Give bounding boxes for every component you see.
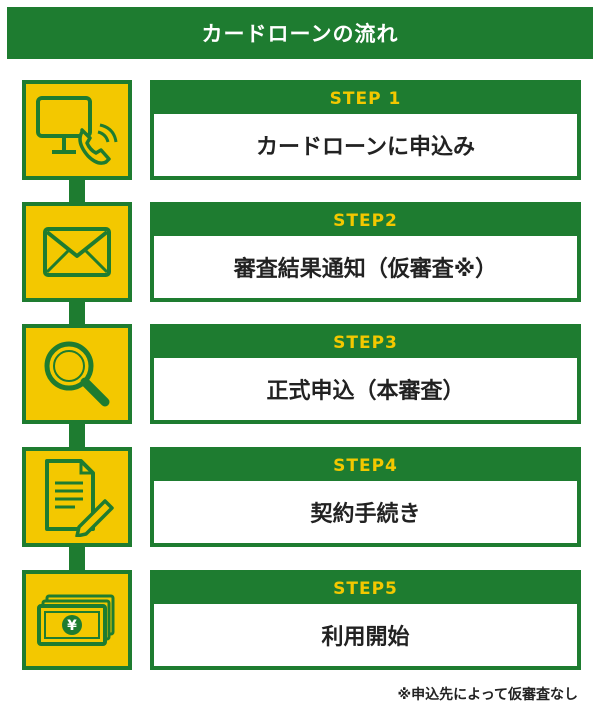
- step-4-card: STEP4 契約手続き: [150, 447, 581, 547]
- step-label: STEP3: [154, 328, 577, 358]
- step-3: STEP3 正式申込（本審査）: [0, 324, 600, 424]
- step-1-icon-box: [22, 80, 132, 180]
- step-title: カードローンに申込み: [256, 135, 475, 160]
- step-2-icon-box: [22, 202, 132, 302]
- step-1-card: STEP 1 カードローンに申込み: [150, 80, 581, 180]
- magnifier-icon: [44, 341, 110, 407]
- step-label: STEP5: [154, 574, 577, 604]
- step-2-card: STEP2 審査結果通知（仮審査※）: [150, 202, 581, 302]
- step-title: 利用開始: [321, 625, 410, 650]
- step-4: STEP4 契約手続き: [0, 447, 600, 547]
- svg-text:¥: ¥: [67, 618, 77, 634]
- step-5: ¥ STEP5 利用開始: [0, 570, 600, 670]
- step-4-icon-box: [22, 447, 132, 547]
- step-5-card: STEP5 利用開始: [150, 570, 581, 670]
- footnote: ※申込先によって仮審査なし: [397, 687, 579, 703]
- step-3-card: STEP3 正式申込（本審査）: [150, 324, 581, 424]
- step-title: 契約手続き: [310, 502, 421, 527]
- step-title: 審査結果通知（仮審査※）: [233, 257, 498, 282]
- step-1: STEP 1 カードローンに申込み: [0, 80, 600, 180]
- step-label: STEP2: [154, 206, 577, 236]
- step-3-icon-box: [22, 324, 132, 424]
- diagram-title: カードローンの流れ: [7, 7, 593, 59]
- step-5-icon-box: ¥: [22, 570, 132, 670]
- step-label: STEP 1: [154, 84, 577, 114]
- step-title: 正式申込（本審査）: [266, 379, 465, 404]
- yen-banknote-icon: ¥: [37, 594, 115, 646]
- envelope-icon: [43, 227, 111, 277]
- step-label: STEP4: [154, 451, 577, 481]
- computer-phone-icon: [36, 96, 118, 165]
- document-pen-icon: [45, 459, 114, 537]
- step-2: STEP2 審査結果通知（仮審査※）: [0, 202, 600, 302]
